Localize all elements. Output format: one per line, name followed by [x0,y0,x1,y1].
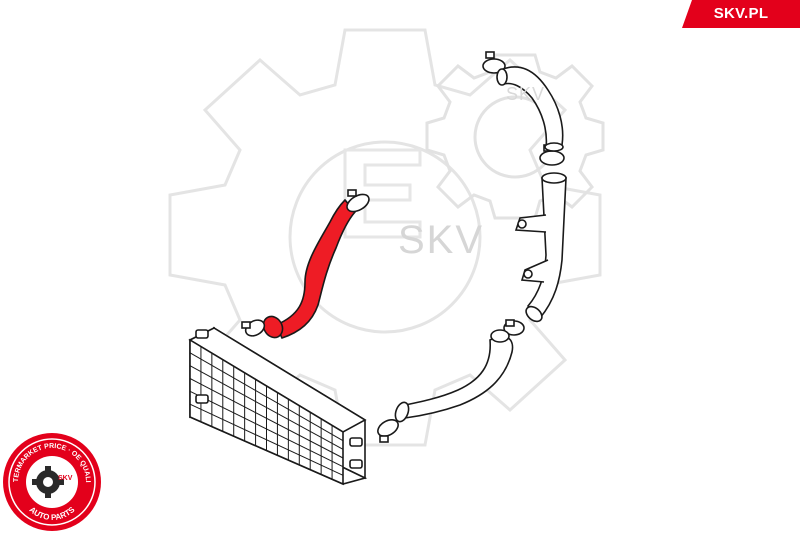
clamp-1 [346,189,370,213]
radiator-row [189,403,344,476]
brand-tag-shape [682,0,800,28]
watermark-letter-shape [343,148,422,239]
lower-hose [394,329,514,423]
skv-auto-parts-badge: AFTERMARKET PRICE · OE QUALITY AUTO PART… [0,430,101,531]
upper-hose [496,66,564,152]
intercooler-radiator [188,326,368,486]
radiator-row [189,352,344,442]
badge-center-text: SKV [58,475,73,482]
hose-clamps [241,51,565,443]
clamp-6 [377,419,399,443]
watermark-text-small: SKV [506,84,546,104]
site-brand-label: SKV.PL [713,5,769,22]
metal-pipe [514,172,567,323]
radiator-row [189,365,344,450]
radiator-row [189,378,344,459]
watermark-text: SKV [398,218,485,262]
site-brand-tag[interactable]: SKV.PL [682,0,800,28]
clamp-2 [241,319,266,337]
radiator-row [189,390,344,468]
clamp-5 [503,319,525,336]
gear-icon [32,466,64,498]
